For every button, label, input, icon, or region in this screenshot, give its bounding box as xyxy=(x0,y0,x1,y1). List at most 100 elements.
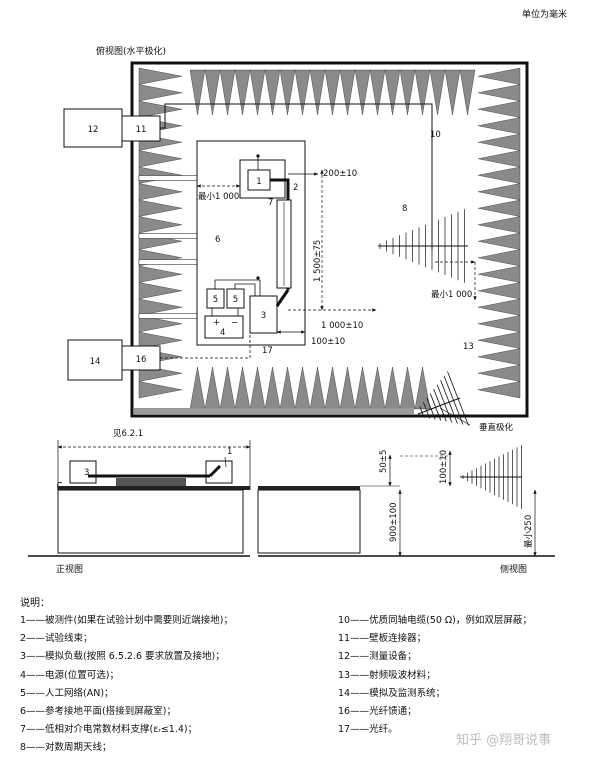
dim-900: 900±100 xyxy=(389,502,399,542)
rf-absorber-cones xyxy=(134,67,521,414)
absorber-cone xyxy=(477,199,521,217)
absorber-cone xyxy=(429,69,446,116)
callout-7: 7 xyxy=(268,198,273,208)
callout-16: 16 xyxy=(136,355,147,365)
absorber-cone xyxy=(399,366,416,410)
absorber-cone xyxy=(264,69,281,116)
absorber-cone xyxy=(138,150,183,168)
top-view-title: 俯视图(水平极化) xyxy=(96,45,166,57)
legend-item: 11——壁板连接器； xyxy=(338,633,427,645)
legend-item: 6——参考接地平面(搭接到屏蔽室)； xyxy=(20,706,176,718)
log-periodic-antenna-vertical: 垂直极化 xyxy=(417,371,514,433)
side-view-title: 侧视图 xyxy=(500,563,527,575)
legend-item: 2——试验线束； xyxy=(20,633,93,645)
dim-100-side: 100±10 xyxy=(439,450,449,484)
absorber-base-strip xyxy=(134,408,414,414)
absorber-cone xyxy=(369,366,386,410)
antenna-element xyxy=(426,397,436,420)
wall-passthrough xyxy=(138,313,198,319)
optical-fiber-17 xyxy=(160,333,251,359)
absorber-cone xyxy=(399,69,416,116)
watermark: 知乎 @翔哥说事 xyxy=(456,733,552,748)
absorber-cone xyxy=(234,69,251,116)
front-callout-1: 1 xyxy=(227,447,232,457)
legend-item: 4——电源(位置可选)； xyxy=(20,669,119,681)
antenna-element xyxy=(447,371,469,426)
absorber-cone xyxy=(138,265,183,283)
antenna-element xyxy=(419,406,425,418)
callout-5a: 5 xyxy=(213,295,218,305)
dim-50: 50±5 xyxy=(379,450,389,473)
wall-passthrough xyxy=(138,259,198,265)
absorber-cone xyxy=(444,69,461,116)
absorber-cone xyxy=(249,69,266,116)
dimension-lines-top xyxy=(196,169,477,334)
absorber-cone xyxy=(294,366,311,410)
absorber-cone xyxy=(354,69,371,116)
absorber-cone xyxy=(189,366,206,410)
legend-item: 5——人工网络(AN)； xyxy=(20,687,114,699)
measurement-equipment-12: 12 xyxy=(63,108,123,148)
absorber-cone xyxy=(477,84,521,102)
callout-11: 11 xyxy=(136,125,147,135)
absorber-cone xyxy=(138,183,183,201)
dim-min1000-right: 最小1 000 xyxy=(431,289,472,300)
legend-title: 说明： xyxy=(20,598,50,609)
log-periodic-antenna-side xyxy=(462,445,522,509)
callout-10: 10 xyxy=(430,130,441,140)
power-plus: + xyxy=(213,318,220,328)
absorber-cone xyxy=(189,69,206,116)
front-view xyxy=(28,440,251,557)
absorber-cone xyxy=(477,331,521,349)
absorber-cone xyxy=(339,366,356,410)
absorber-cone xyxy=(477,150,521,168)
front-view-title: 正视图 xyxy=(56,563,83,575)
absorber-cone xyxy=(384,69,401,116)
callout-3: 3 xyxy=(261,311,266,321)
log-periodic-antenna-top: 8 xyxy=(378,204,468,283)
bulkhead-connector-11: 11 xyxy=(121,115,161,142)
absorber-cone xyxy=(477,315,521,333)
absorber-cone xyxy=(138,298,183,316)
absorber-cone xyxy=(477,298,521,316)
absorber-cone xyxy=(384,366,401,410)
absorber-cone xyxy=(309,69,326,116)
callout-1: 1 xyxy=(256,177,261,187)
wall-passthrough xyxy=(138,233,198,239)
absorber-cone xyxy=(477,381,521,399)
callout-12: 12 xyxy=(88,125,99,135)
absorber-cone xyxy=(138,315,183,333)
absorber-cone xyxy=(414,366,431,410)
dim-min250: 最小250 xyxy=(523,515,534,548)
legend-item: 14——模拟及监测系统； xyxy=(338,687,446,699)
callout-17: 17 xyxy=(262,346,273,356)
fiber-feedthrough-16: 16 xyxy=(121,345,161,371)
dielectric-support-7: 7 xyxy=(268,198,292,289)
side-view xyxy=(257,450,555,557)
absorber-cone xyxy=(138,216,183,234)
absorber-cone xyxy=(138,282,183,300)
absorber-cone xyxy=(354,366,371,410)
absorber-cone xyxy=(339,69,356,116)
absorber-cone xyxy=(459,69,476,116)
absorber-cone xyxy=(477,133,521,151)
absorber-cone xyxy=(477,117,521,135)
antenna-element xyxy=(433,388,447,422)
vertical-polarization-label: 垂直极化 xyxy=(479,422,514,433)
antenna-element xyxy=(429,393,442,421)
antenna-element xyxy=(422,402,431,419)
dut-1: 1 xyxy=(239,154,286,199)
callout-6: 6 xyxy=(215,235,220,245)
legend-item: 7——低相对介电常数材料支撑(εᵣ≤1.4)； xyxy=(20,724,198,736)
absorber-cone xyxy=(414,69,431,116)
absorber-cone xyxy=(264,366,281,410)
absorber-cone xyxy=(324,366,341,410)
absorber-cone xyxy=(477,249,521,267)
absorber-cone xyxy=(138,100,183,118)
legend-item: 10——优质同轴电缆(50 Ω)，例如双层屏蔽； xyxy=(338,615,532,626)
absorber-cone xyxy=(204,69,221,116)
load-simulator-3: 3 xyxy=(249,295,278,334)
absorber-cone xyxy=(204,366,221,410)
legend-item: 13——射频吸波材料； xyxy=(338,669,436,681)
absorber-cone xyxy=(477,348,521,366)
